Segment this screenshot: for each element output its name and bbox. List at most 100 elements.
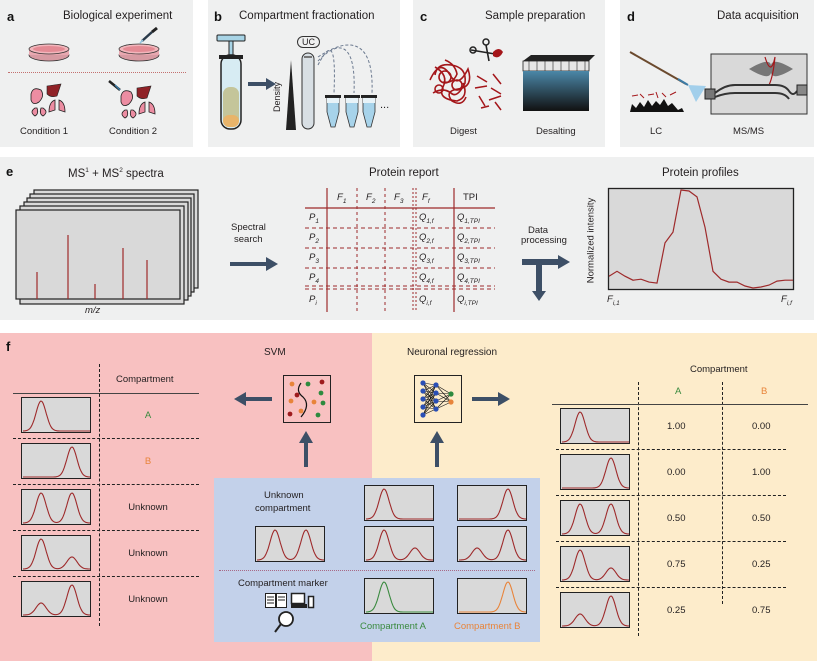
protein-profiles-title: Protein profiles — [662, 167, 739, 179]
input-box-divider — [219, 570, 535, 571]
report-column-header: F2 — [366, 192, 376, 205]
divider — [8, 72, 186, 73]
x-start-main: F — [607, 294, 613, 305]
nn-node — [420, 380, 426, 386]
marker-profile-a — [364, 578, 434, 614]
database-icon — [265, 593, 287, 608]
right-table-vdivider-1 — [638, 382, 639, 636]
report-cell-qf: Q1,f — [419, 212, 434, 225]
nn-node — [420, 404, 426, 410]
profile-curve — [562, 595, 630, 627]
x-end-main: F — [781, 294, 787, 305]
arrow-right-icon — [472, 392, 510, 406]
panel-a: a Biological experiment Condition 1 Cond… — [0, 0, 193, 147]
petri-dish-icon — [28, 43, 70, 62]
left-table-cell: A — [144, 410, 152, 421]
report-column-header: Ff — [422, 192, 430, 205]
computer-icon — [290, 592, 315, 609]
uc-label: UC — [297, 36, 320, 48]
right-table-cell-a: 0.75 — [667, 559, 686, 570]
profile-thumbnail — [21, 443, 91, 479]
right-table-cell-b: 0.00 — [752, 421, 771, 432]
condition-1-label: Condition 1 — [20, 126, 69, 137]
profile-thumbnail — [560, 500, 630, 536]
eppendorf-tube-icon — [361, 95, 377, 128]
unknown-profile — [457, 485, 527, 521]
right-table-cell-b: 0.25 — [752, 559, 771, 570]
profile-curve — [23, 584, 91, 616]
report-column-header: F1 — [337, 192, 347, 205]
arrow-up-icon — [299, 431, 313, 467]
panel-b-title: Compartment fractionation — [239, 10, 375, 22]
profile-curve — [459, 581, 527, 613]
digest-label: Digest — [450, 126, 477, 137]
right-table-vdivider-2 — [722, 382, 723, 604]
ms-instrument-icon — [704, 53, 808, 115]
dropper-icon — [139, 26, 158, 44]
right-table-cell-a: 0.25 — [667, 605, 686, 616]
profile-curve — [365, 488, 433, 520]
homogenizer-icon — [216, 34, 246, 130]
report-row-label: P3 — [309, 252, 319, 265]
spectra-title: MS1 + MS2 spectra — [68, 167, 164, 180]
right-table-cell-a: 0.00 — [667, 467, 686, 478]
panel-label-b: b — [214, 9, 222, 24]
panel-d: d Data acquisition LC MS/MS — [620, 0, 814, 147]
row-divider — [13, 484, 199, 485]
profile-curve — [22, 400, 90, 432]
protein-report-title: Protein report — [369, 167, 439, 179]
nn-title: Neuronal regression — [407, 347, 498, 358]
x-start-sub: i,1 — [612, 299, 620, 307]
desalting-label: Desalting — [536, 126, 576, 137]
data-processing-label-1: Data — [528, 225, 549, 236]
report-row-label: P4 — [309, 272, 319, 285]
chart-frame — [607, 187, 795, 291]
report-cell-qtpi: Qi,TPI — [457, 294, 478, 307]
profile-x-start-label: Fi,1 — [607, 294, 620, 307]
compartment-a-label: Compartment A — [360, 621, 426, 632]
profile-thumbnail — [21, 581, 91, 617]
report-column-header: TPI — [463, 192, 478, 203]
panel-label-f: f — [6, 339, 11, 354]
panel-label-a: a — [7, 9, 15, 24]
spectra-title-ms1: MS — [68, 167, 86, 180]
mz-axis-label: m/z — [85, 305, 101, 316]
peptide-fragments-icon — [474, 73, 502, 111]
eppendorf-tube-icon — [325, 95, 341, 128]
profile-thumbnail — [560, 408, 630, 444]
left-table-cell: B — [144, 456, 152, 467]
report-cell-qf: Q2,f — [419, 232, 434, 245]
unknown-profile — [457, 526, 527, 562]
profile-curve — [365, 581, 433, 613]
nn-node — [433, 390, 439, 396]
profile-thumbnail — [21, 489, 91, 525]
syringe-icon — [108, 80, 121, 91]
report-cell-qf: Qi,f — [419, 294, 432, 307]
nn-node — [420, 388, 426, 394]
arrow-right-icon — [230, 257, 278, 271]
arrow-left-icon — [234, 392, 272, 406]
profile-thumbnail — [560, 546, 630, 582]
nn-node — [433, 382, 439, 388]
unknown-profile — [255, 526, 325, 562]
unknown-compartment-label-1: Unknown — [264, 490, 304, 501]
profile-curve — [562, 457, 630, 489]
report-cell-qtpi: Q3,TPI — [457, 252, 480, 265]
profile-x-end-label: Fi,f — [781, 294, 792, 307]
right-table-cell-b: 1.00 — [752, 467, 771, 478]
left-table-header-rule — [13, 393, 199, 394]
right-table-cell-a: 1.00 — [667, 421, 686, 432]
row-divider — [13, 438, 199, 439]
panel-label-d: d — [627, 9, 635, 24]
report-cell-qf: Q3,f — [419, 252, 434, 265]
report-cell-qtpi: Q4,TPI — [457, 272, 480, 285]
report-row-label: P2 — [309, 232, 319, 245]
panel-e: e MS1 + MS2 spectra m/z Spectral search … — [0, 157, 814, 320]
centrifuge-tube-icon — [301, 52, 315, 130]
protein-tangle-icon — [429, 59, 471, 105]
report-row-label: Pi — [309, 294, 317, 307]
normalized-intensity-label: Normalized intensity — [585, 197, 597, 284]
left-table-cell: Unknown — [128, 594, 168, 605]
data-processing-label-2: processing — [521, 235, 567, 246]
neural-network-icon — [414, 375, 462, 423]
